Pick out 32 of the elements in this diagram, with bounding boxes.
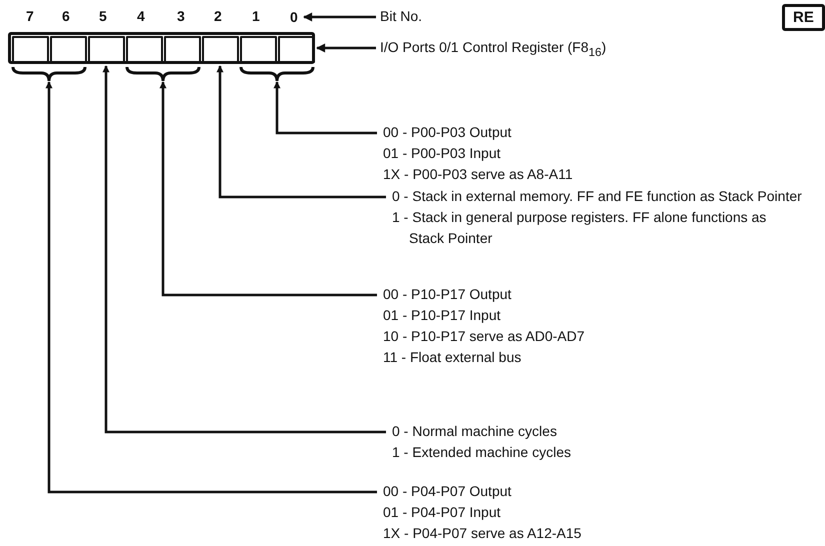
bit-number: 6 <box>62 7 70 26</box>
bit-cell <box>88 36 125 63</box>
bit-number: 1 <box>252 7 260 26</box>
bit-cell <box>50 36 87 63</box>
bit-number: 3 <box>177 7 185 26</box>
bit-cell <box>278 36 315 63</box>
bit-number: 5 <box>99 7 107 26</box>
page-tab: RE <box>782 4 825 31</box>
arrow <box>216 65 386 198</box>
bit-number: 0 <box>290 7 298 28</box>
bit-cell <box>12 36 49 63</box>
bit-description: 00 - P10-P17 Output 01 - P10-P17 Input 10 - P10-P17 serve as AD0-AD7 11 - Float external bus <box>383 284 683 368</box>
register-name: I/O Ports 0/1 Control Register (F8$_{16}$) <box>380 37 606 63</box>
bit-description: 00 - P00-P03 Output 01 - P00-P03 Input 1X - P00-P03 serve as A8-A11 <box>383 122 683 185</box>
bit-cell <box>126 36 163 63</box>
bit-number: 4 <box>137 7 145 26</box>
bit-description: 0 - Stack in external memory. FF and FE function as Stack Pointer 1 - Stack in general purpose registers. FF alone functions as Stack Pointer <box>392 186 802 249</box>
arrow <box>274 81 377 134</box>
bit-number: 7 <box>26 7 34 26</box>
bit-number: 2 <box>214 7 222 26</box>
bit-description: 0 - Normal machine cycles 1 - Extended machine cycles <box>392 421 692 463</box>
arrow <box>102 65 386 434</box>
arrow <box>316 44 376 52</box>
arrow <box>46 81 377 494</box>
bit-cell <box>202 36 239 63</box>
register-bar <box>8 32 315 64</box>
bit-description: 00 - P04-P07 Output 01 - P04-P07 Input 1X - P04-P07 serve as A12-A15 <box>383 481 683 544</box>
bit-cell <box>240 36 277 63</box>
bit-cell <box>164 36 201 63</box>
arrow <box>160 81 377 296</box>
arrow <box>303 12 376 22</box>
axis-caption: Bit No. <box>380 6 422 27</box>
